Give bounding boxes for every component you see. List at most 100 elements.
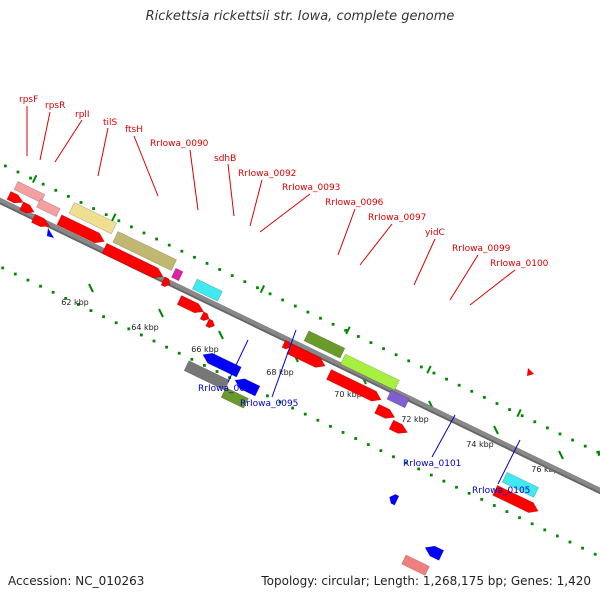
inner-dot bbox=[366, 443, 370, 446]
gene-label-forward: rpsF bbox=[19, 95, 38, 105]
outer-dot bbox=[54, 188, 58, 192]
scale-tick bbox=[88, 283, 94, 293]
inner-dot bbox=[392, 455, 395, 459]
cds-arrow bbox=[176, 295, 205, 314]
reverse-arrow bbox=[234, 378, 261, 397]
leader-line bbox=[249, 179, 263, 227]
outer-dot bbox=[407, 359, 411, 363]
inner-dot bbox=[102, 315, 105, 319]
outer-dot bbox=[432, 371, 436, 375]
outer-dot bbox=[243, 280, 247, 284]
cds-arrow bbox=[281, 339, 292, 350]
inner-dot bbox=[568, 540, 572, 544]
scale-label: 74 kbp bbox=[466, 440, 494, 449]
outer-tick bbox=[259, 285, 266, 294]
inner-dot bbox=[530, 522, 534, 526]
inner-dot bbox=[518, 516, 521, 520]
inner-dot bbox=[442, 479, 446, 483]
inner-dot bbox=[354, 437, 358, 440]
rpsR-block bbox=[36, 198, 61, 218]
scale-label: 70 kbp bbox=[334, 390, 362, 399]
outer-dot bbox=[104, 213, 108, 217]
leader-line bbox=[337, 208, 356, 256]
cds-arrow bbox=[19, 201, 35, 214]
leader-line bbox=[497, 439, 521, 485]
outer-dot bbox=[344, 329, 348, 332]
map-title: Rickettsia rickettsii str. Iowa, complet… bbox=[145, 9, 455, 24]
inner-dot bbox=[215, 370, 219, 373]
outer-dot bbox=[193, 255, 196, 259]
accession-text: Accession: NC_010263 bbox=[8, 574, 145, 588]
inner-dot bbox=[1, 266, 5, 270]
inner-dot bbox=[114, 321, 118, 325]
outer-dot bbox=[155, 237, 159, 241]
outer-dot bbox=[394, 353, 398, 357]
leader-line bbox=[449, 254, 479, 301]
cds-arrow bbox=[160, 276, 171, 288]
outer-dot bbox=[419, 365, 423, 369]
inner-dot bbox=[555, 534, 559, 538]
outer-dot bbox=[520, 414, 524, 418]
gene-label-reverse: RrIowa_0101 bbox=[403, 459, 461, 469]
small-reverse-marker bbox=[47, 228, 54, 238]
gene-label-reverse: RrIowa_0105 bbox=[472, 486, 530, 496]
gene-label-forward: RrIowa_0097 bbox=[368, 213, 426, 223]
cds-arrow bbox=[492, 484, 539, 513]
outer-tick bbox=[345, 326, 351, 335]
cds-arrow bbox=[205, 318, 215, 329]
outer-dot bbox=[167, 243, 171, 247]
inner-dot bbox=[379, 449, 383, 453]
cds-arrow bbox=[30, 213, 51, 228]
yidC2-block bbox=[386, 389, 410, 409]
outer-dot bbox=[508, 408, 511, 411]
inner-dot bbox=[467, 491, 471, 495]
outer-dot bbox=[218, 268, 222, 271]
gene-label-reverse: RrIowa_0095 bbox=[240, 399, 298, 409]
scale-tick bbox=[558, 450, 564, 460]
gene-label-forward: rpsR bbox=[45, 101, 65, 111]
outer-dot bbox=[445, 377, 448, 381]
inner-dot bbox=[266, 394, 269, 398]
leader-line bbox=[431, 414, 456, 458]
reverse-arrow bbox=[424, 545, 445, 561]
outer-dot bbox=[319, 316, 322, 320]
cds-arrow bbox=[326, 369, 382, 402]
inner-dot bbox=[39, 284, 42, 288]
cyan-block bbox=[501, 471, 539, 498]
outer-dot bbox=[369, 341, 373, 344]
gene-label-forward: RrIowa_0099 bbox=[452, 244, 511, 254]
inner-dot bbox=[593, 552, 597, 556]
inner-dot bbox=[341, 431, 345, 434]
outer-tick bbox=[31, 174, 38, 183]
inner-dot bbox=[316, 418, 320, 422]
scale-label: 76 kbp bbox=[531, 465, 559, 474]
outer-tick bbox=[111, 213, 117, 222]
scale-label: 68 kbp bbox=[266, 368, 294, 377]
leader-line bbox=[469, 269, 516, 306]
outer-dot bbox=[495, 402, 499, 405]
gene-label-reverse: RrIowa_0094 bbox=[198, 384, 257, 394]
gene-label-forward: RrIowa_0096 bbox=[325, 198, 384, 208]
leader-line bbox=[54, 119, 83, 163]
inner-dot bbox=[505, 510, 509, 514]
reverse-arrow bbox=[389, 493, 400, 506]
outer-dot bbox=[457, 383, 461, 387]
inner-dot bbox=[64, 297, 68, 300]
scale-tick bbox=[218, 330, 224, 340]
tilS-block bbox=[112, 231, 177, 271]
inner-dot bbox=[480, 498, 484, 501]
outer-dot bbox=[180, 249, 184, 253]
inner-dot bbox=[455, 485, 458, 489]
cds-arrow bbox=[374, 403, 396, 419]
gene-label-forward: rplI bbox=[75, 110, 90, 120]
leader-line bbox=[271, 329, 297, 398]
rplI-block bbox=[68, 202, 117, 235]
inner-dot bbox=[543, 528, 547, 532]
outer-dot bbox=[533, 420, 537, 424]
outer-dot bbox=[3, 164, 7, 168]
inner-dot bbox=[492, 504, 496, 507]
inner-dot bbox=[278, 400, 282, 404]
outer-dot bbox=[256, 286, 259, 290]
outer-dot bbox=[130, 225, 133, 229]
